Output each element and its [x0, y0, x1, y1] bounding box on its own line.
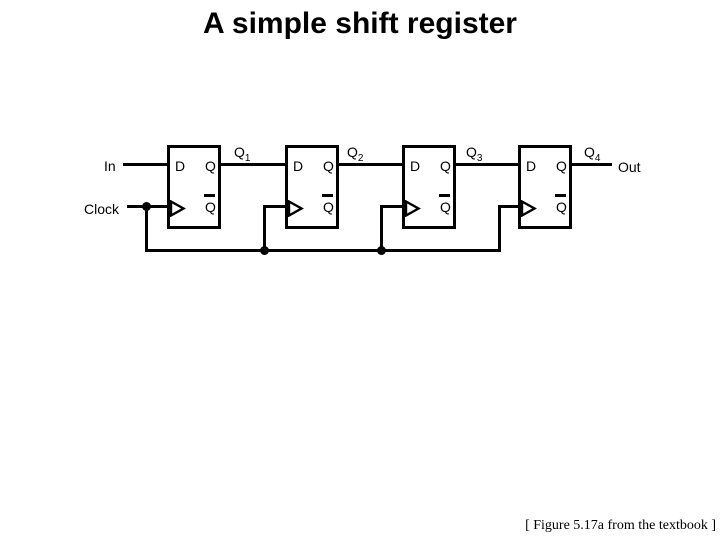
q-output-label: Q [323, 158, 334, 174]
qbar-overbar [322, 194, 333, 197]
stage-label-q1: Q1 [234, 144, 250, 164]
flip-flop-1: D Q Q [167, 145, 221, 229]
wire-clock-riser-2 [263, 205, 266, 252]
flip-flop-4: D Q Q [518, 145, 572, 229]
clock-label: Clock [84, 201, 120, 217]
q-output-label: Q [205, 158, 216, 174]
qbar-output-label: Q [323, 199, 334, 215]
stage-label-sub: 4 [594, 152, 601, 164]
stage-label-text: Q [584, 144, 595, 160]
qbar-output-label: Q [440, 199, 451, 215]
stage-label-q2: Q2 [347, 144, 363, 164]
clock-edge-icon [405, 200, 421, 217]
wire-clock-drop [145, 205, 148, 252]
wire-in [123, 163, 167, 166]
q-output-label: Q [440, 158, 451, 174]
stage-label-sub: 3 [476, 152, 483, 164]
wire-q2-to-d3 [339, 163, 402, 166]
junction-dot-clock [142, 202, 151, 211]
figure-caption: [ Figure 5.17a from the textbook ] [525, 518, 716, 533]
d-input-label: D [175, 158, 186, 174]
junction-dot-bus-2 [377, 246, 386, 255]
d-input-label: D [526, 158, 537, 174]
qbar-overbar [555, 194, 566, 197]
output-label: Out [618, 159, 641, 175]
page-title: A simple shift register [203, 7, 517, 40]
flip-flop-2: D Q Q [285, 145, 339, 229]
wire-clock-riser-4 [498, 205, 501, 252]
wire-clock-stub-3 [380, 205, 402, 208]
wire-clock-riser-3 [380, 205, 383, 252]
d-input-label: D [293, 158, 304, 174]
wire-clock-bus [145, 249, 501, 252]
wire-out [572, 163, 612, 166]
qbar-output-label: Q [205, 199, 216, 215]
wire-clock-stub-4 [498, 205, 518, 208]
stage-label-q3: Q3 [466, 144, 482, 164]
wire-q1-to-d2 [221, 163, 285, 166]
qbar-overbar [204, 194, 215, 197]
flip-flop-3: D Q Q [402, 145, 456, 229]
junction-dot-bus-1 [260, 246, 269, 255]
wire-clock-stub-2 [263, 205, 285, 208]
d-input-label: D [410, 158, 421, 174]
clock-edge-icon [521, 200, 537, 217]
wire-q3-to-d4 [456, 163, 518, 166]
stage-label-text: Q [234, 144, 245, 160]
clock-edge-icon [288, 200, 304, 217]
input-label: In [104, 158, 116, 174]
qbar-overbar [439, 194, 450, 197]
qbar-output-label: Q [556, 199, 567, 215]
stage-label-sub: 1 [244, 152, 251, 164]
stage-label-text: Q [347, 144, 358, 160]
stage-label-q4: Q4 [584, 144, 600, 164]
clock-edge-icon [170, 200, 186, 217]
q-output-label: Q [556, 158, 567, 174]
stage-label-text: Q [466, 144, 477, 160]
stage-label-sub: 2 [357, 152, 364, 164]
